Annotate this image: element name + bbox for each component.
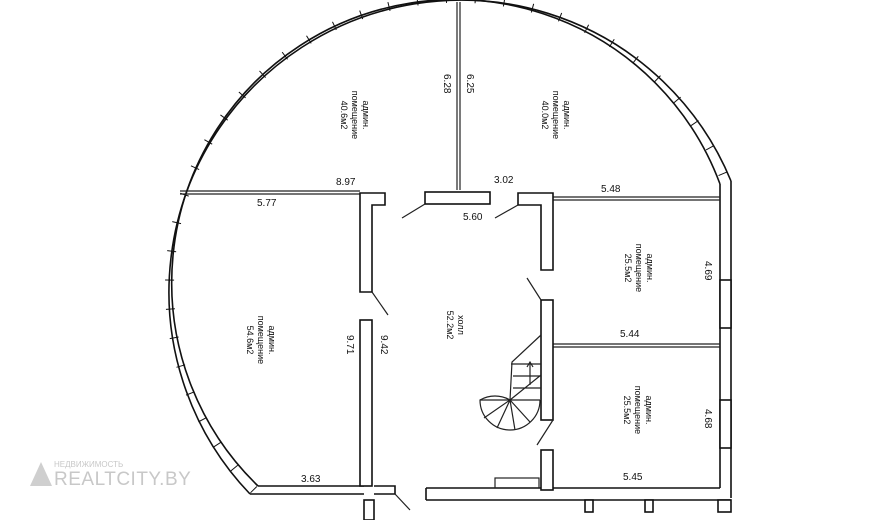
hall-wall-right-upper	[517, 192, 554, 271]
hall-wall-right-lower	[540, 449, 554, 491]
dimension-label: 5.45	[623, 472, 643, 483]
room-label-line: помещение	[551, 91, 561, 139]
room-label-admin-40-0: админ. помещение 40.0м2	[540, 91, 572, 139]
dimension-label: 8.97	[336, 177, 356, 188]
room-label-line: помещение	[633, 386, 643, 434]
dimension-label: 3.63	[301, 474, 321, 485]
dimension-label: 6.28	[441, 74, 452, 94]
dimension-label: 9.71	[344, 335, 355, 355]
room-label-admin-40-6: админ. помещение 40.6м2	[339, 91, 371, 139]
outer-curved-wall-inner	[170, 0, 721, 487]
partition-right-horizontal-1	[553, 196, 720, 201]
dimension-label: 9.42	[378, 335, 389, 355]
watermark-subtitle: НЕДВИЖИМОСТЬ	[54, 460, 124, 469]
watermark-logo-icon	[30, 462, 52, 486]
column	[717, 499, 732, 513]
room-label-line: 25.5м2	[622, 396, 632, 425]
dimension-label: 4.69	[702, 261, 713, 281]
right-wall	[719, 181, 732, 498]
hall-wall-right-middle	[540, 299, 554, 421]
dimension-label: 3.02	[494, 175, 514, 186]
room-label-admin-25-5-upper: админ. помещение 25.5м2	[623, 244, 655, 292]
hall-wall-top-center	[424, 191, 491, 205]
room-label-line: админ.	[645, 254, 655, 283]
dimension-label: 5.48	[601, 184, 621, 195]
column	[584, 499, 594, 513]
fixture	[494, 477, 540, 489]
door-swing	[371, 203, 554, 511]
room-label-line: админ.	[562, 101, 572, 130]
outer-curved-wall-outer	[168, 0, 732, 495]
room-label-admin-54-6: админ. помещение 54.6м2	[245, 316, 277, 364]
room-label-admin-25-5-lower: админ. помещение 25.5м2	[622, 386, 654, 434]
room-label-line: админ.	[267, 326, 277, 355]
room-label-line: холл	[456, 315, 466, 335]
room-label-line: 52.2м2	[445, 311, 455, 340]
partition-left-horizontal	[180, 190, 360, 195]
dimension-label: 5.60	[463, 212, 483, 223]
room-label-line: 40.0м2	[540, 101, 550, 130]
room-label-line: админ.	[644, 396, 654, 425]
hall-wall-left-upper	[359, 192, 386, 293]
partition-right-horizontal-2	[553, 343, 720, 348]
right-wall-window	[719, 279, 732, 329]
room-label-line: помещение	[256, 316, 266, 364]
dimension-label: 5.77	[257, 198, 277, 209]
spiral-staircase	[479, 334, 542, 431]
room-label-line: помещение	[350, 91, 360, 139]
partition-top-vertical	[456, 2, 461, 190]
right-wall-window	[719, 399, 732, 449]
watermark-brand: REALTCITY.BY	[54, 469, 192, 490]
room-label-line: 25.5м2	[623, 254, 633, 283]
dimension-label: 4.68	[702, 409, 713, 429]
hall-wall-left-bottom	[363, 499, 375, 520]
dimension-label: 6.25	[464, 74, 475, 94]
dimension-label: 5.44	[620, 329, 640, 340]
hall-wall-left-lower	[359, 319, 373, 487]
room-label-line: админ.	[361, 101, 371, 130]
bottom-wall	[250, 485, 731, 501]
room-label-hall: холл 52.2м2	[445, 311, 466, 340]
room-label-line: 40.6м2	[339, 101, 349, 130]
room-label-line: 54.6м2	[245, 326, 255, 355]
room-label-line: помещение	[634, 244, 644, 292]
column	[644, 499, 654, 513]
